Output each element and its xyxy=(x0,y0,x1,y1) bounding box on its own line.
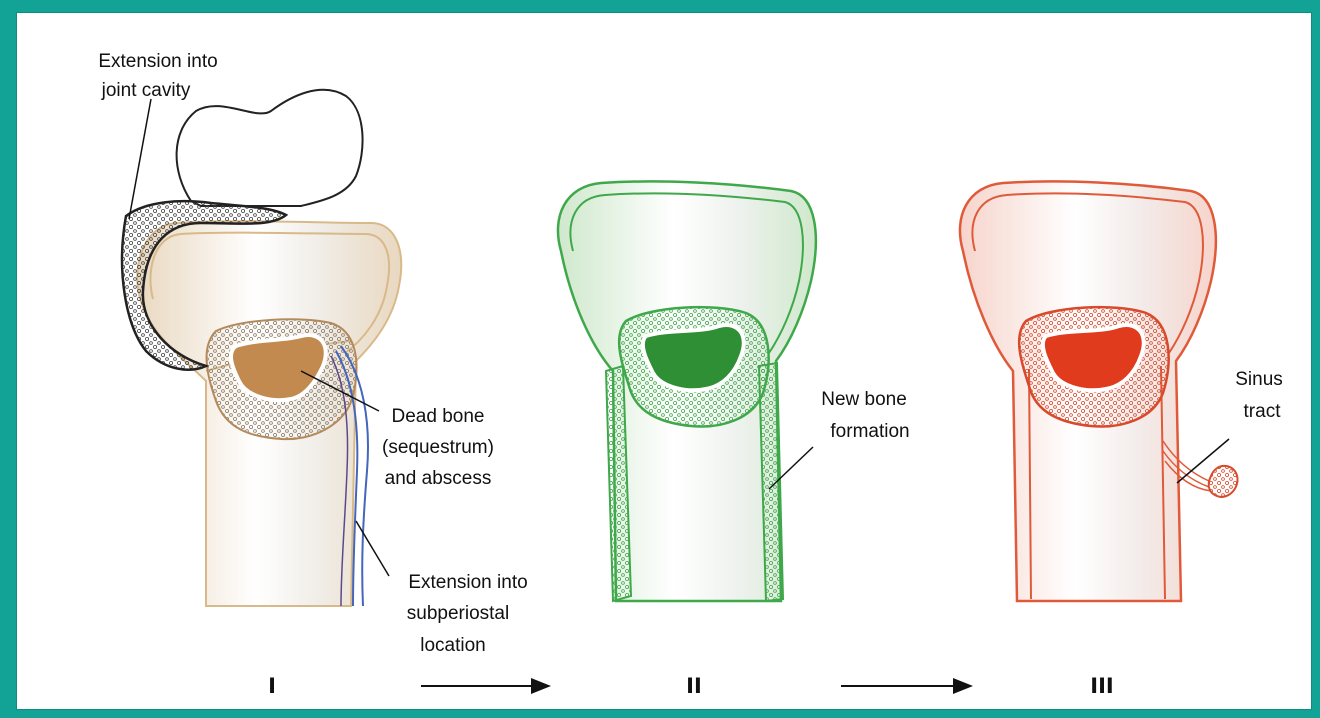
arrow-right-icon xyxy=(421,678,551,694)
label-dead-bone-line2: (sequestrum) xyxy=(382,437,494,458)
diagram-panel: Extension into joint cavity Dead bone (s… xyxy=(16,12,1312,710)
label-dead-bone-line1: Dead bone xyxy=(392,406,485,427)
stage-3-bone xyxy=(960,181,1238,601)
stage-2-bone xyxy=(558,181,816,601)
label-new-bone-line2: formation xyxy=(830,421,909,442)
label-subperiosteal-line2: subperiostal xyxy=(407,603,509,624)
joint-outline xyxy=(177,90,363,206)
label-new-bone-line1: New bone xyxy=(821,389,907,410)
label-sinus-line2: tract xyxy=(1244,401,1282,422)
label-sinus-line1: Sinus xyxy=(1235,369,1283,390)
osteomyelitis-diagram: Extension into joint cavity Dead bone (s… xyxy=(17,13,1311,709)
stage-label-2: II xyxy=(686,674,702,698)
sinus-opening xyxy=(1209,466,1238,497)
label-subperiosteal-line1: Extension into xyxy=(408,572,527,593)
stage-label-1: I xyxy=(268,674,276,698)
stage-label-3: III xyxy=(1090,674,1113,698)
stage-1-bone xyxy=(122,90,401,606)
label-subperiosteal-line3: location xyxy=(420,635,486,656)
label-joint-line2: joint cavity xyxy=(101,80,191,101)
label-dead-bone-line3: and abscess xyxy=(385,468,492,489)
label-joint-line1: Extension into xyxy=(98,51,217,72)
leader-joint xyxy=(129,99,151,219)
leader-subperiosteal xyxy=(356,521,389,576)
arrow-right-icon xyxy=(841,678,973,694)
